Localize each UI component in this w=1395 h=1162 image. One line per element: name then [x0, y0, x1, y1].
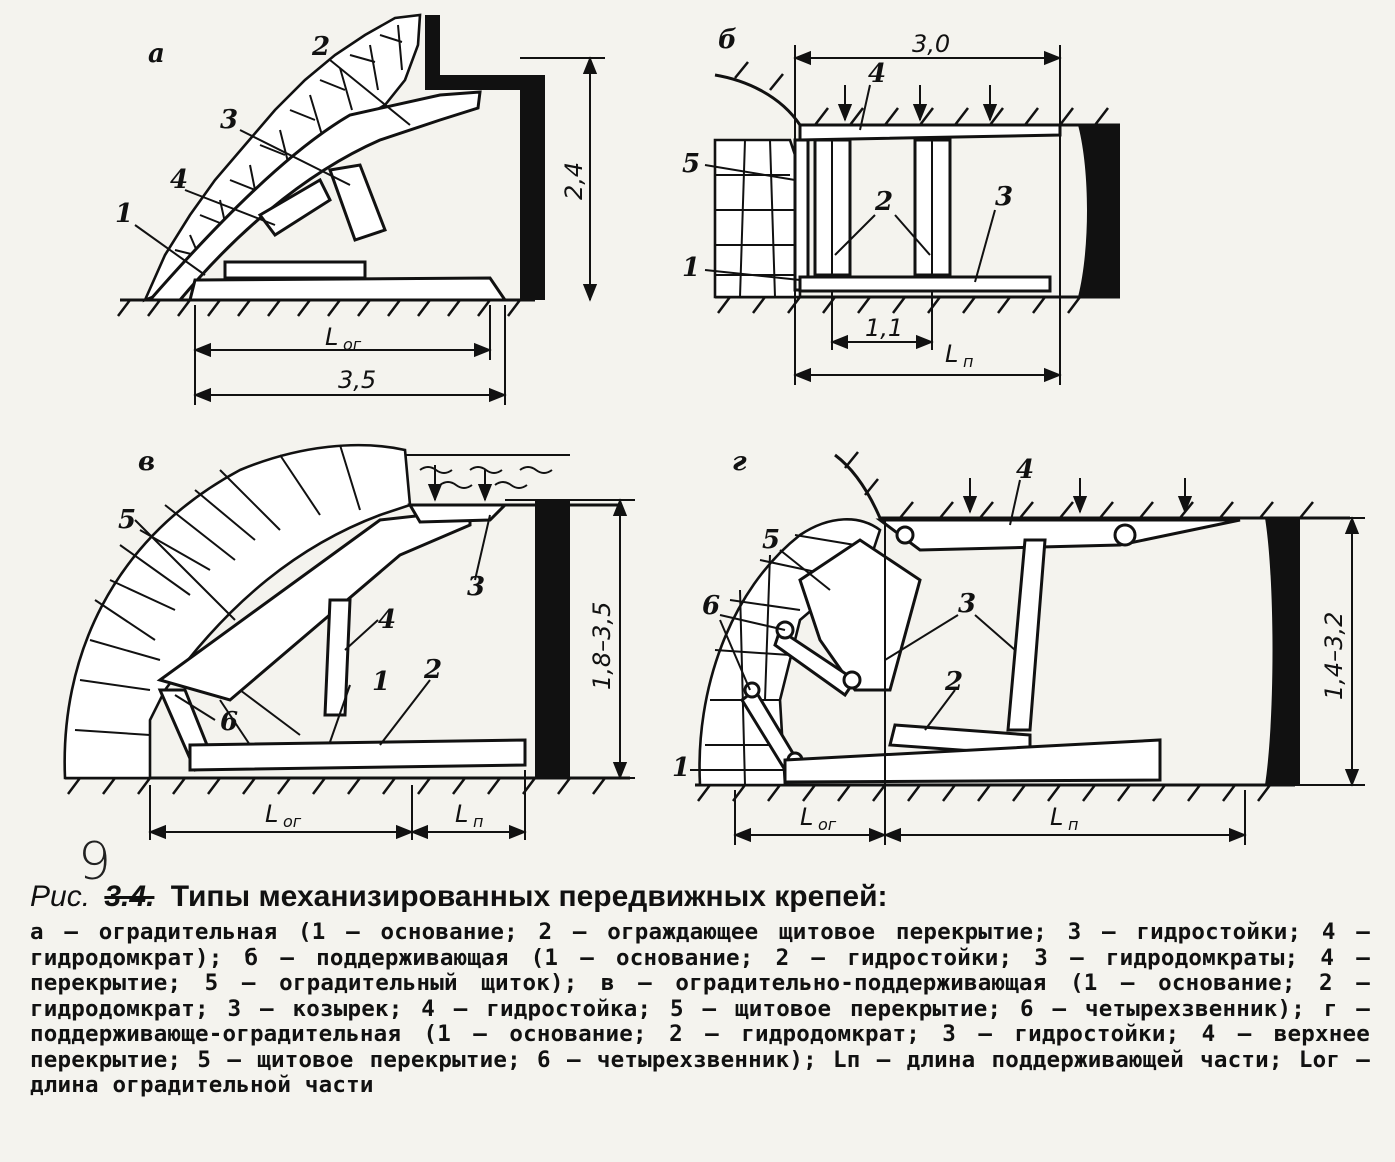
panel-v-l-p-subscript: п — [473, 812, 483, 831]
panel-a-caved-rock — [142, 13, 422, 303]
panel-a-l-og-label: L — [325, 323, 338, 351]
panel-v-height-value: 1,8–3,5 — [588, 602, 616, 690]
panel-a-num-3: 3 — [220, 105, 238, 135]
panel-b: б — [682, 25, 1120, 385]
panel-v-l-og-subscript: ог — [283, 812, 302, 831]
panel-b-num-2: 2 — [874, 187, 893, 217]
panel-v-l-og-label: L — [265, 800, 278, 828]
panel-v-floor-hatch — [67, 777, 606, 795]
panel-v-num-3: 3 — [467, 572, 485, 602]
panel-b-letter: б — [718, 25, 737, 55]
panel-b-canopy — [798, 123, 1062, 142]
panel-v-num-2: 2 — [423, 655, 442, 685]
panel-b-width-value: 3,0 — [912, 30, 950, 58]
panel-g-roof — [834, 453, 1350, 520]
panel-a-hydraulic-jack — [257, 177, 332, 238]
panel-g-num-6: 6 — [702, 591, 720, 621]
panel-g-num-3: 3 — [958, 589, 976, 619]
panel-g-upper-canopy — [875, 518, 1241, 552]
panel-g-num-1: 1 — [672, 753, 690, 783]
panel-g-letter: г — [732, 447, 747, 477]
panel-b-num-5: 5 — [682, 149, 700, 179]
panel-b-num-4: 4 — [868, 59, 886, 89]
panel-v-num-4: 4 — [378, 605, 396, 635]
caption-title: Рис. 3.4. Типы механизированных передвиж… — [30, 880, 1370, 914]
panel-a-floor-hatch — [117, 299, 521, 317]
panel-v-visor — [407, 503, 509, 524]
panel-g-num-5: 5 — [762, 525, 780, 555]
panel-b-caved-rock — [713, 138, 802, 299]
panel-g-floor-hatch — [697, 784, 1271, 802]
panel-v-letter: в — [138, 447, 155, 477]
panel-g-base — [783, 738, 1162, 784]
figure-caption: Рис. 3.4. Типы механизированных передвиж… — [30, 880, 1370, 1099]
panel-g-hydraulic-prop — [1006, 538, 1047, 732]
panel-g-l-p-subscript: п — [1068, 815, 1078, 834]
panel-a-shield-canopy — [146, 90, 482, 302]
panel-v-hydraulic-prop — [323, 598, 352, 717]
caption-body: а — оградительная (1 — основание; 2 — ог… — [30, 919, 1370, 1098]
panel-b-floor-hatch — [717, 296, 1081, 314]
svg-text:L: L — [325, 323, 338, 351]
panel-b-roof — [714, 73, 1120, 127]
panel-g-height-value: 1,4–3,2 — [1320, 612, 1348, 700]
panel-a: а 1 2 3 — [115, 13, 605, 405]
panel-g-num-2: 2 — [944, 667, 963, 697]
panel-a-num-1: 1 — [115, 199, 133, 229]
panel-g-four-bar-linkage — [773, 627, 858, 698]
panel-b-coal-seam — [1078, 125, 1120, 297]
panel-v-num-6: 6 — [220, 707, 238, 737]
panel-b-num-1: 1 — [682, 253, 700, 283]
panel-a-l-og-subscript: ог — [343, 335, 362, 354]
panel-v-shield-canopy — [156, 508, 472, 702]
panel-g-l-og-subscript: ог — [818, 815, 837, 834]
panel-g: г — [672, 447, 1365, 845]
panel-a-coal-seam — [425, 15, 545, 300]
panel-v-l-p-label: L — [455, 800, 468, 828]
panel-a-height-value: 2,4 — [560, 162, 588, 200]
panel-g-l-og-label: L — [800, 803, 813, 831]
caption-struck-number: 3.4. — [104, 880, 155, 913]
panel-a-base — [188, 276, 508, 302]
panel-g-coal-seam — [1265, 518, 1300, 785]
caption-title-text: Типы механизированных передвижных крепей… — [170, 880, 888, 913]
panel-v-coal-seam — [535, 500, 570, 778]
panel-a-base-top — [223, 260, 367, 280]
panel-v-water — [405, 454, 570, 489]
panel-a-num-4: 4 — [170, 165, 188, 195]
panel-b-l-p-label: L — [945, 340, 958, 368]
panel-b-num-3: 3 — [995, 182, 1013, 212]
panel-g-l-p-label: L — [1050, 803, 1063, 831]
panel-v: в — [63, 443, 635, 840]
panel-g-num-4: 4 — [1016, 455, 1034, 485]
panel-v-num-1: 1 — [372, 667, 390, 697]
panel-a-width-value: 3,5 — [338, 366, 376, 394]
panel-v-base — [188, 738, 527, 772]
mining-support-diagram: а 1 2 3 — [63, 13, 1365, 845]
panel-v-caved-rock — [63, 443, 412, 780]
panel-g-shield-canopy — [798, 538, 922, 692]
panel-b-l-p-subscript: п — [963, 352, 973, 371]
panel-b-base — [798, 275, 1052, 293]
panel-b-step-value: 1,1 — [865, 314, 903, 342]
handwritten-figure-number: 9 — [78, 832, 112, 892]
panel-a-num-2: 2 — [311, 32, 330, 62]
panel-a-letter: а — [148, 39, 165, 69]
caption-prefix: Рис. — [30, 880, 91, 913]
panel-a-hydraulic-prop — [327, 163, 387, 242]
panel-b-shield — [793, 138, 810, 292]
panel-v-num-5: 5 — [118, 505, 136, 535]
